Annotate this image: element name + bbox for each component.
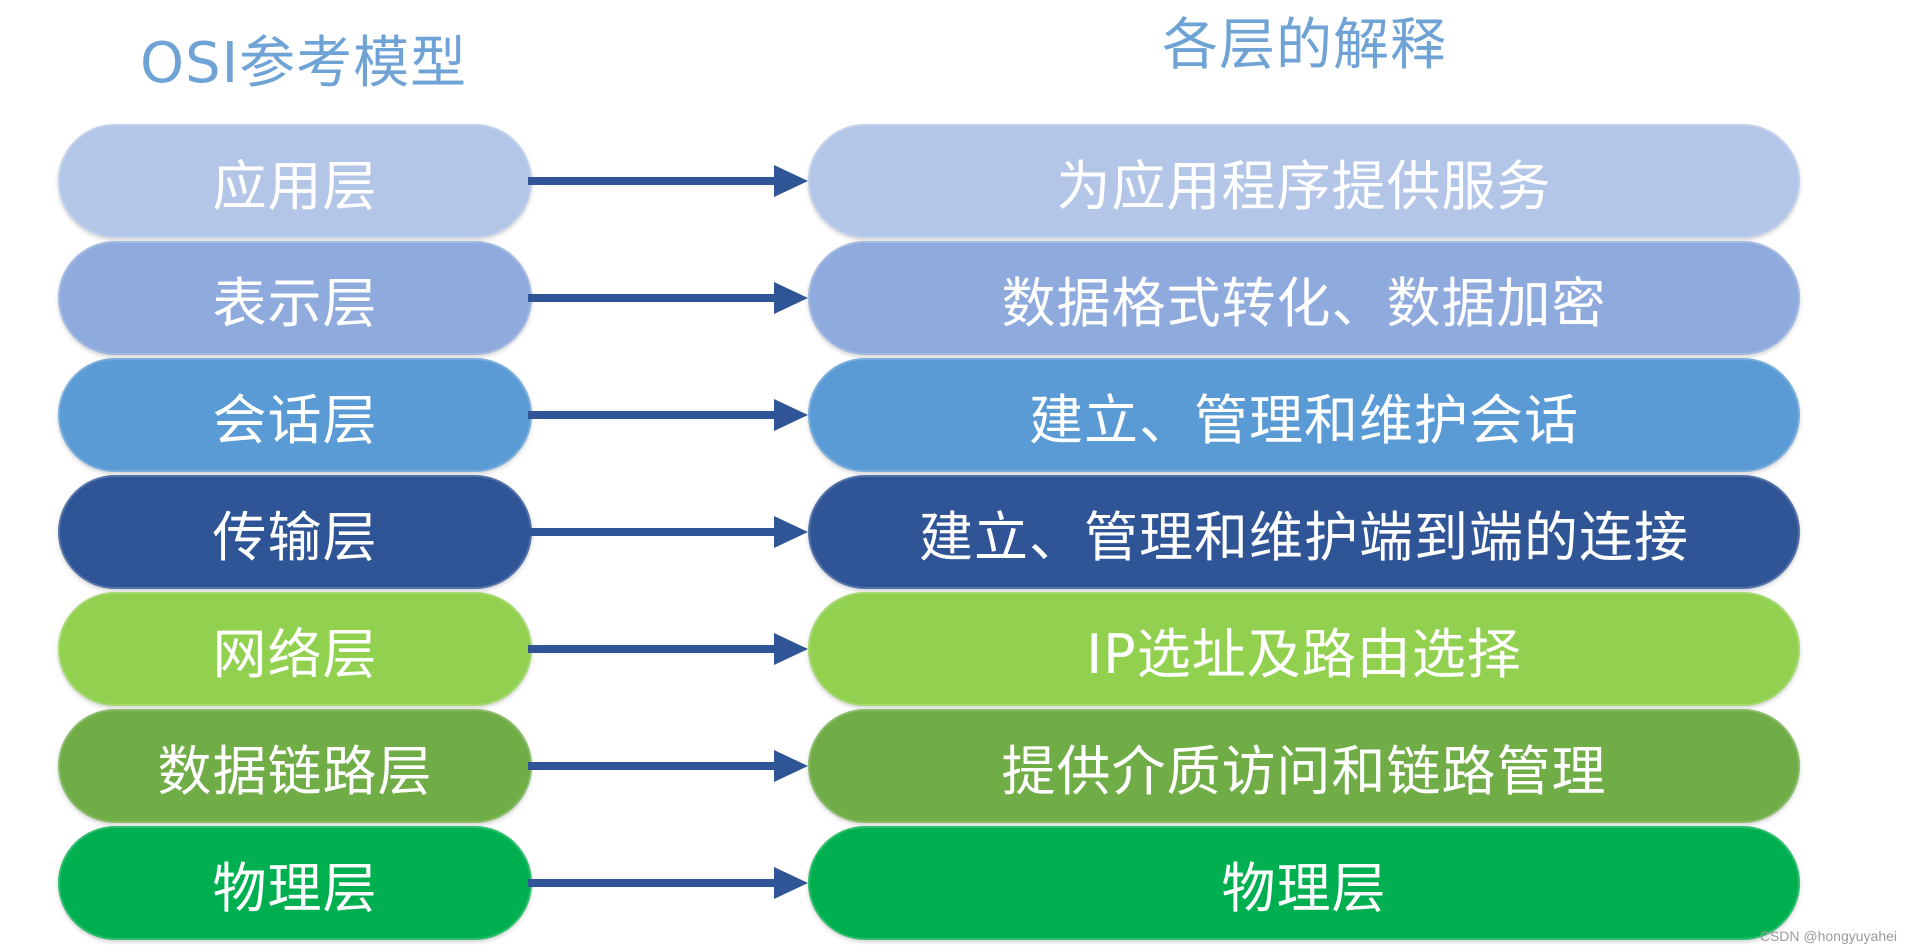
layer-name-pill: 物理层 — [58, 826, 532, 940]
layer-name-pill: 网络层 — [58, 592, 532, 706]
layer-name-pill: 应用层 — [58, 124, 532, 238]
layer-explanation-pill: IP选址及路由选择 — [808, 592, 1800, 706]
layer-name-pill: 数据链路层 — [58, 709, 532, 823]
layer-row: 物理层 物理层 — [0, 826, 1911, 942]
arrow-right-icon — [528, 165, 808, 197]
watermark: CSDN @hongyuyahei — [1759, 928, 1897, 944]
arrow-right-icon — [528, 750, 808, 782]
layer-explanation-pill: 提供介质访问和链路管理 — [808, 709, 1800, 823]
layer-name-pill: 表示层 — [58, 241, 532, 355]
layer-row: 网络层 IP选址及路由选择 — [0, 592, 1911, 708]
layer-explanation-pill: 物理层 — [808, 826, 1800, 940]
arrow-right-icon — [528, 867, 808, 899]
arrow-right-icon — [528, 282, 808, 314]
layer-explanation-pill: 为应用程序提供服务 — [808, 124, 1800, 238]
layer-explanation-pill: 数据格式转化、数据加密 — [808, 241, 1800, 355]
layer-row: 应用层 为应用程序提供服务 — [0, 124, 1911, 240]
arrow-right-icon — [528, 399, 808, 431]
layer-row: 表示层 数据格式转化、数据加密 — [0, 241, 1911, 357]
arrow-right-icon — [528, 633, 808, 665]
layer-row: 传输层 建立、管理和维护端到端的连接 — [0, 475, 1911, 591]
layer-name-pill: 传输层 — [58, 475, 532, 589]
layer-row: 会话层 建立、管理和维护会话 — [0, 358, 1911, 474]
layer-name-pill: 会话层 — [58, 358, 532, 472]
layer-explanation-pill: 建立、管理和维护端到端的连接 — [808, 475, 1800, 589]
left-column-title: OSI参考模型 — [140, 31, 468, 96]
layer-explanation-pill: 建立、管理和维护会话 — [808, 358, 1800, 472]
arrow-right-icon — [528, 516, 808, 548]
right-column-title: 各层的解释 — [1162, 13, 1447, 78]
layer-row: 数据链路层 提供介质访问和链路管理 — [0, 709, 1911, 825]
